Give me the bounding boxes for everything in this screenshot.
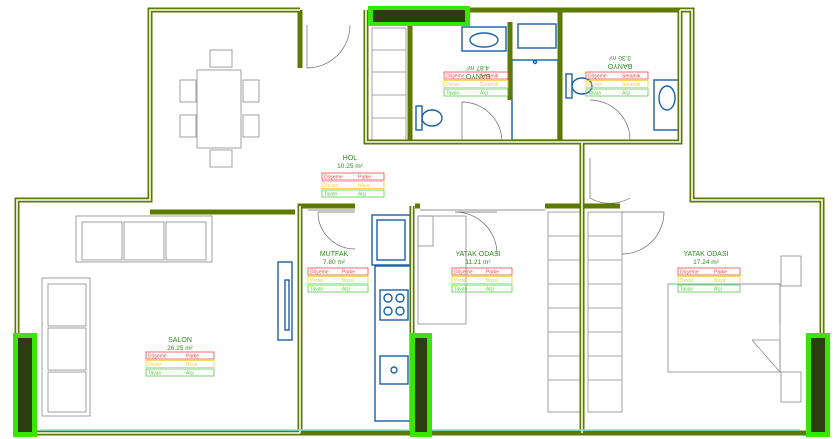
svg-text:Tavan: Tavan [310,287,324,293]
svg-text:Boya: Boya [714,278,726,284]
svg-text:Tavan: Tavan [680,287,694,293]
svg-text:Seramik: Seramik [480,74,499,80]
svg-text:Döşeme: Döşeme [680,270,699,276]
room-label-salon: SALON 26.25 m² Döşeme Parke Duvar Boya T… [145,337,215,377]
columns [13,6,830,437]
svg-text:Alçı: Alçı [342,287,350,293]
finish-tags: Döşeme Parke Duvar Boya Tavan Alçı [451,267,513,293]
svg-text:Duvar: Duvar [588,82,602,88]
dining-set [179,49,260,168]
bed-room2 [667,255,802,403]
room-name: BANYO [607,62,632,69]
room-area: 17.24 m² [693,259,719,266]
svg-text:Tavan: Tavan [324,192,338,198]
svg-text:Alçı: Alçı [486,287,494,293]
room-name: MUTFAK [320,251,349,258]
room-label-yatak-odasi-1: YATAK ODASI 11.21 m² Döşeme Parke Duvar … [451,251,513,293]
finish-tags-banyo-1: Döşeme Seramik Duvar Seramik Tavan Alçı [443,71,509,97]
svg-text:Alçı: Alçı [358,192,366,198]
svg-text:Döşeme: Döşeme [310,270,329,276]
hall-cabinet [371,27,407,141]
svg-text:Boya: Boya [358,183,370,189]
svg-text:Parke: Parke [486,270,499,276]
room-name: YATAK ODASI [683,251,728,258]
room-label-hol: HOL 10.25 m² Döşeme Parke Duvar Boya Tav… [321,155,385,198]
svg-text:Döşeme: Döşeme [446,74,465,80]
room-area: 3.30 m² [608,54,631,61]
svg-text:Tavan: Tavan [148,371,162,377]
svg-text:Boya: Boya [342,278,354,284]
sofa-top [75,215,213,263]
svg-text:Parke: Parke [186,354,199,360]
svg-text:Duvar: Duvar [324,183,338,189]
room-label-banyo-2: BANYO 3.30 m² [607,54,632,69]
room-area: 10.25 m² [337,163,363,170]
room-area: 11.21 m² [465,259,491,266]
sofa-left [41,277,91,417]
svg-text:Duvar: Duvar [680,278,694,284]
svg-text:Tavan: Tavan [446,91,460,97]
room-area: 26.25 m² [167,345,193,352]
room-area: 7.80 m² [323,259,346,266]
svg-text:Alçı: Alçı [714,287,722,293]
svg-text:Döşeme: Döşeme [588,74,607,80]
svg-text:Parke: Parke [358,175,371,181]
wardrobe-room1 [547,211,581,413]
room-name: BANYO [465,72,490,79]
svg-text:Parke: Parke [714,270,727,276]
finish-tags: Döşeme Parke Duvar Boya Tavan Alçı [321,172,385,198]
svg-text:Döşeme: Döşeme [454,270,473,276]
room-name: YATAK ODASI [455,251,500,258]
svg-text:Seramik: Seramik [622,82,641,88]
svg-text:Duvar: Duvar [310,278,324,284]
svg-text:Alçı: Alçı [622,91,630,97]
room-area: 4.87 m² [466,64,489,71]
svg-text:Alçı: Alçı [480,91,488,97]
room-name: SALON [168,337,192,344]
room-name: HOL [343,155,358,162]
bed-room1 [417,215,467,325]
svg-text:Alçı: Alçı [186,371,194,377]
finish-tags-banyo-2: Döşeme Seramik Duvar Seramik Tavan Alçı [585,71,649,97]
svg-text:Seramik: Seramik [480,82,499,88]
svg-text:Seramik: Seramik [622,74,641,80]
svg-text:Döşeme: Döşeme [324,175,343,181]
svg-text:Döşeme: Döşeme [148,354,167,360]
finish-tags: Döşeme Parke Duvar Boya Tavan Alçı [307,267,369,293]
room-label-banyo-1: BANYO 4.87 m² [465,64,490,79]
wardrobe-room2 [587,211,623,413]
svg-text:Duvar: Duvar [148,362,162,368]
room-label-mutfak: MUTFAK 7.80 m² Döşeme Parke Duvar Boya T… [307,251,369,293]
finish-tags: Döşeme Parke Duvar Boya Tavan Alçı [145,351,215,377]
svg-text:Boya: Boya [486,278,498,284]
svg-text:Tavan: Tavan [454,287,468,293]
svg-text:Duvar: Duvar [454,278,468,284]
svg-text:Duvar: Duvar [446,82,460,88]
finish-tags: Döşeme Parke Duvar Boya Tavan Alçı [677,267,741,293]
svg-text:Tavan: Tavan [588,91,602,97]
walls [14,7,825,436]
room-label-yatak-odasi-2: YATAK ODASI 17.24 m² Döşeme Parke Duvar … [677,251,741,293]
svg-text:Boya: Boya [186,362,198,368]
svg-text:Parke: Parke [342,270,355,276]
